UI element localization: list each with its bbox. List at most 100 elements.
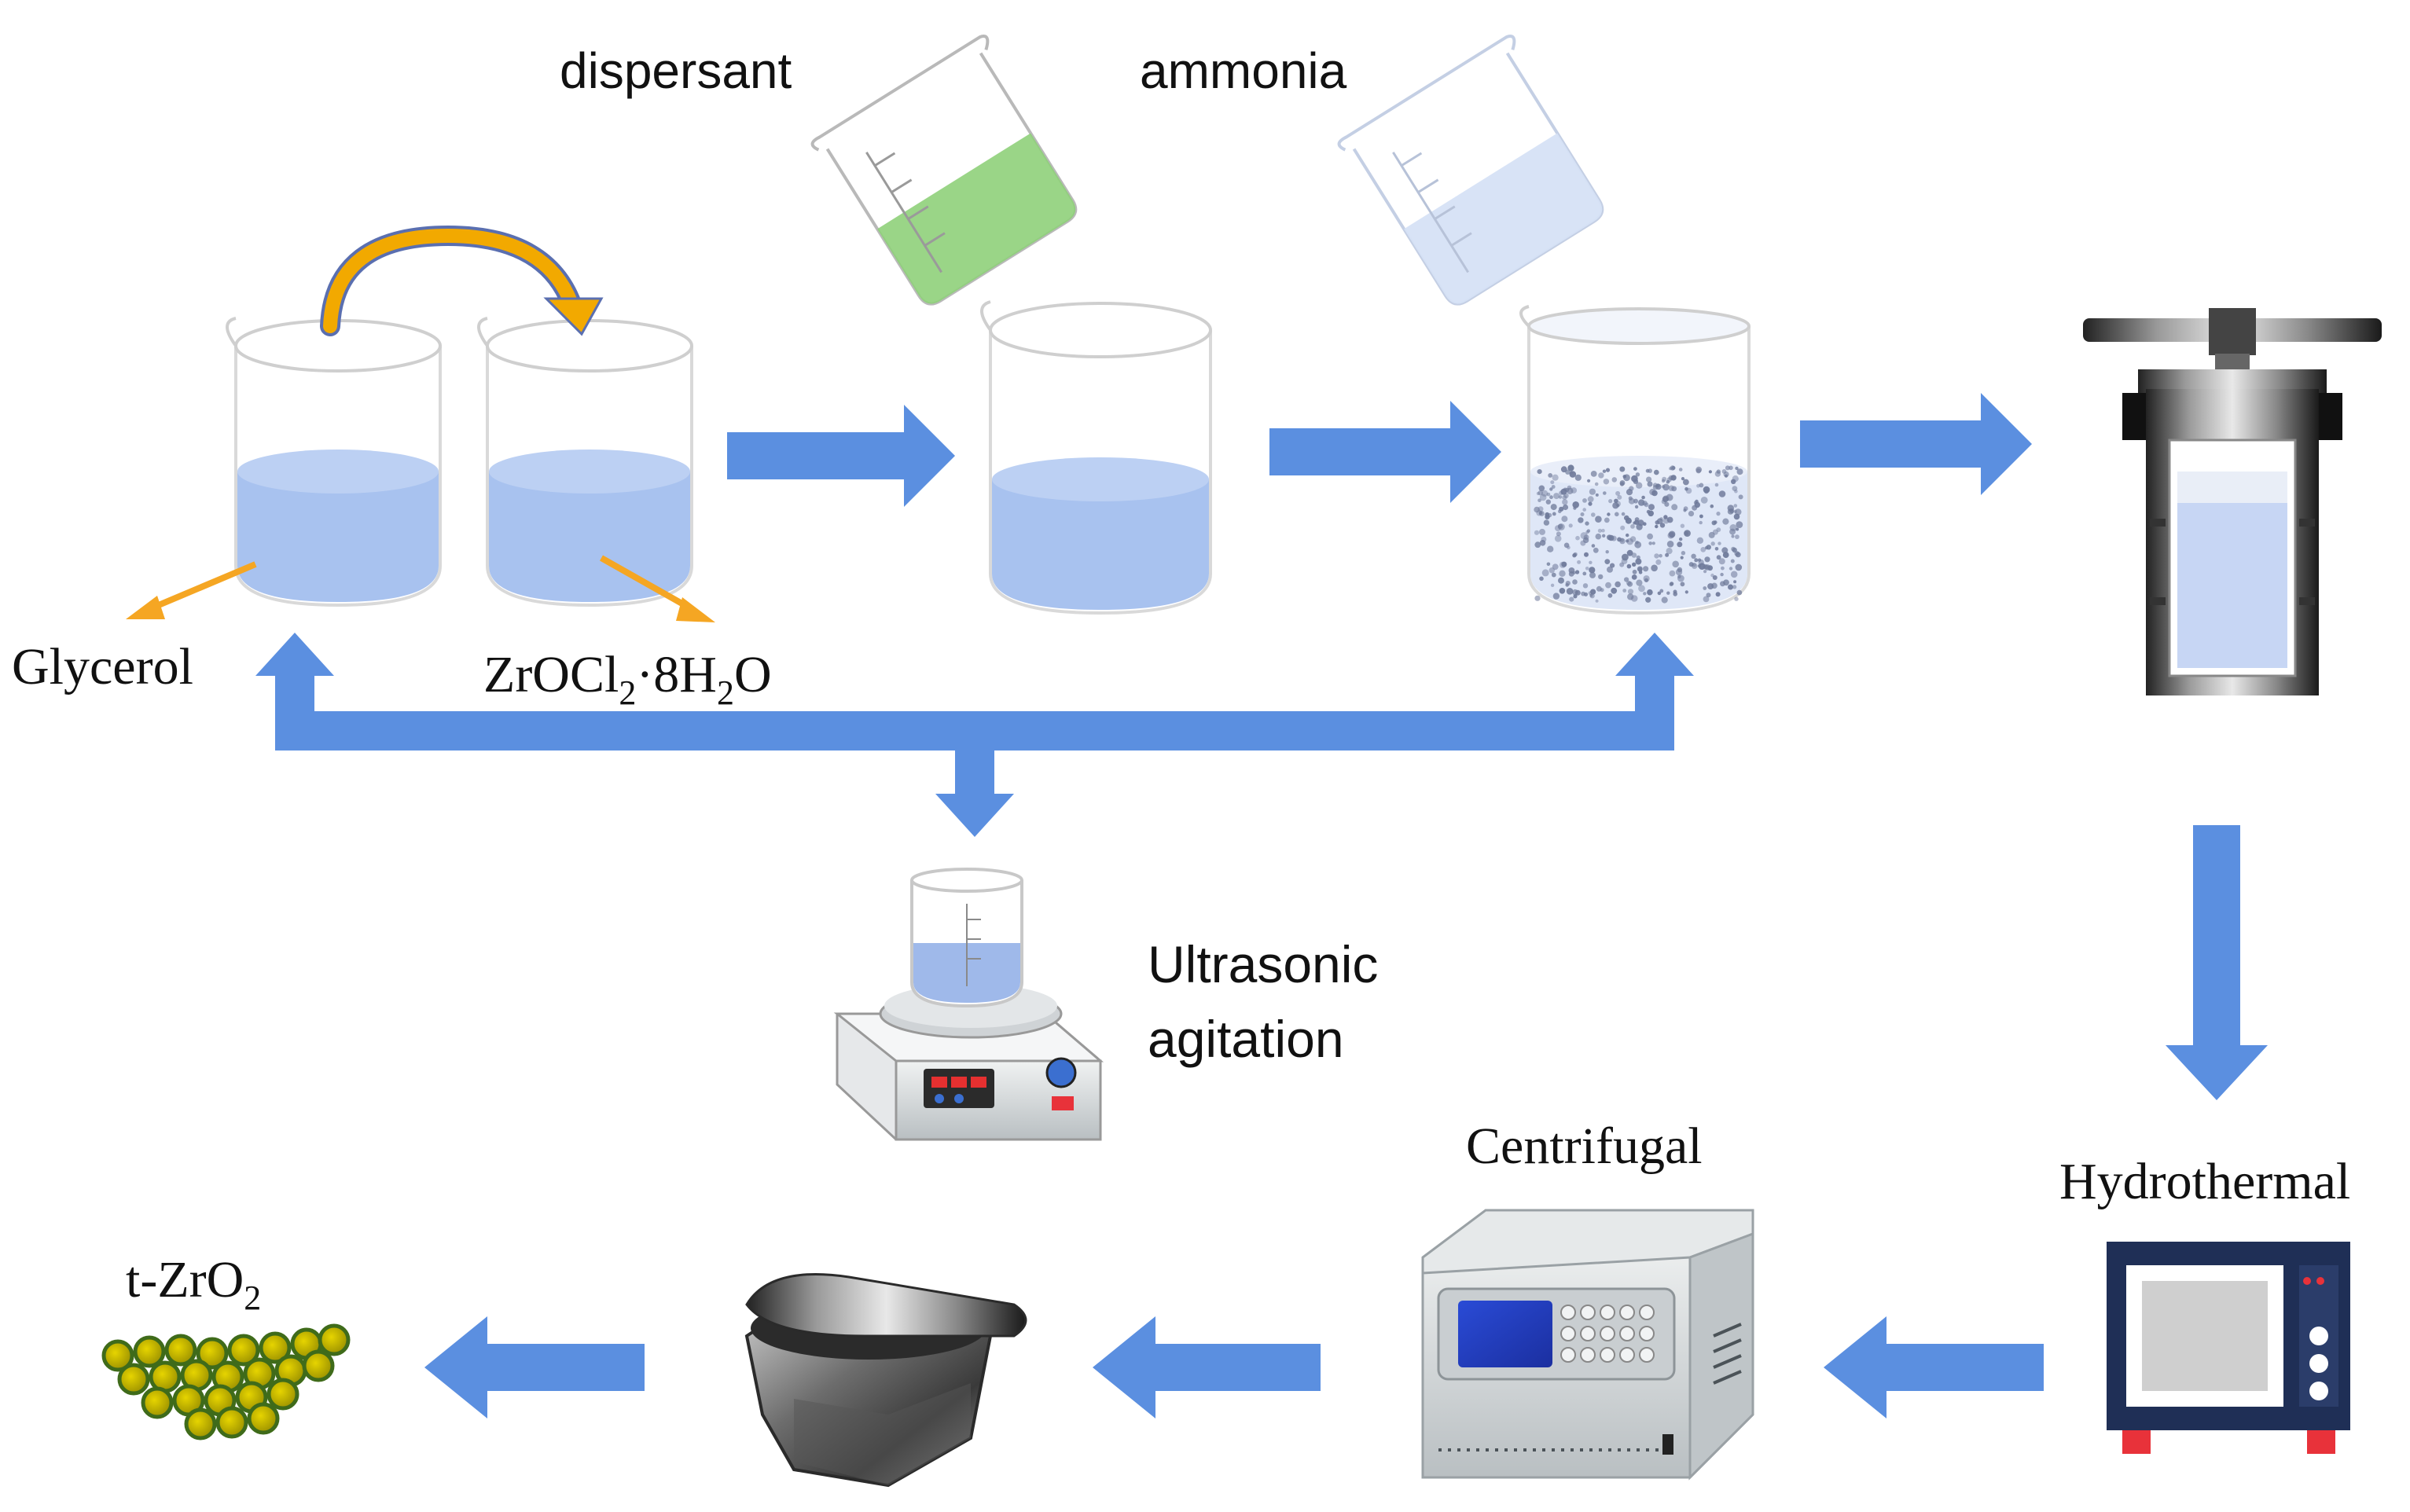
precipitate-dot [1561,516,1568,523]
precipitate-dot [1629,536,1637,542]
flow-arrow-5 [1093,1316,1321,1418]
precipitate-dot [1680,556,1684,560]
precipitate-dot [1582,571,1587,576]
precipitate-dot [1684,530,1691,537]
precipitate-dot [1595,493,1599,497]
precipitate-dot [1534,506,1540,513]
precipitate-dot [1551,572,1556,578]
precipitate-dot [1652,483,1658,488]
precipitate-dot [1662,517,1670,524]
precipitate-dot [1732,585,1737,589]
precipitate-dot [1677,541,1683,548]
precipitate-dot [1625,517,1632,524]
precipitate-dot [1615,490,1621,496]
precipitate-dot [1718,558,1725,565]
precipitate-particles [1534,464,1743,604]
precipitate-dot [1546,492,1551,497]
precipitate-dot [1582,498,1587,503]
precipitate-dot [1559,506,1564,512]
precipitate-dot [1665,552,1670,557]
precipitate-dot [1563,493,1569,498]
precipitate-dot [1710,541,1715,546]
precipitate-dot [1611,587,1618,594]
precipitate-dot [1595,533,1602,540]
precipitate-dot [1565,469,1571,475]
precipitate-dot [1647,533,1654,540]
precipitate-dot [1720,581,1725,587]
nanoparticle [101,1339,134,1372]
precipitate-dot [1559,570,1566,577]
precipitate-dot [1601,528,1605,533]
precipitate-dot [1538,511,1543,516]
nanoparticle [164,1334,197,1367]
glycerol-pointer-arrow [126,561,257,619]
precipitate-dot [1675,568,1683,576]
precipitate-dot [1645,468,1650,473]
precipitate-dot [1651,564,1658,572]
nanoparticle [302,1349,335,1382]
precipitate-dot [1615,581,1621,588]
precipitate-dot [1598,574,1604,580]
precipitate-dot [1666,548,1673,555]
precipitate-dot [1615,512,1619,517]
precipitate-dot [1604,559,1611,564]
precipitate-dot [1721,566,1725,571]
precipitate-dot [1714,483,1719,487]
precipitate-dot [1710,573,1714,578]
precipitate-dot [1688,562,1694,567]
nanoparticle [133,1335,166,1368]
precipitate-dot [1626,489,1633,496]
precipitate-dot [1684,590,1688,594]
precipitate-dot [1605,468,1611,472]
precipitate-dot [1736,468,1743,475]
mortar-pestle-icon [744,1273,1027,1488]
precipitate-dot [1729,567,1733,571]
precipitate-dot [1666,591,1670,595]
precipitate-dot [1693,501,1698,505]
precipitate-dot [1716,469,1721,474]
precipitate-dot [1714,547,1719,551]
nanoparticle [259,1331,292,1364]
precipitate-dot [1626,533,1629,538]
precipitate-dot [1607,566,1613,573]
precipitate-dot [1577,560,1582,564]
precipitate-dot [1670,475,1677,481]
precipitate-dot [1549,495,1553,500]
oven-icon [2107,1242,2350,1454]
precipitate-dot [1695,466,1703,473]
nanoparticle [196,1337,229,1370]
precipitate-dot [1685,487,1692,494]
precipitate-dot [1714,520,1717,524]
nanoparticle [215,1406,248,1439]
precipitate-dot [1561,561,1567,567]
precipitate-dot [1617,537,1622,542]
nanoparticle-icon [101,1323,351,1440]
precipitate-dot [1598,472,1604,479]
precipitate-dot [1569,471,1577,478]
precipitate-dot [1617,494,1622,500]
precipitate-dot [1720,572,1724,577]
precipitate-dot [1628,496,1633,501]
precipitate-dot [1585,521,1589,526]
precipitate-dot [1541,490,1548,497]
precipitate-dot [1634,517,1640,522]
precipitate-dot [1648,541,1652,545]
precipitate-dot [1614,498,1618,504]
precipitate-dot [1699,520,1703,525]
precipitate-dot [1637,519,1644,527]
precipitate-dot [1569,596,1574,602]
zr-salt-beaker-icon [477,317,693,607]
precipitate-dot [1734,551,1740,556]
precipitate-dot [1622,553,1629,561]
nanoparticle [227,1334,260,1367]
precipitate-dot [1657,591,1662,596]
precipitate-dot [1698,559,1704,566]
precipitate-dot [1692,505,1698,511]
precipitate-dot [1600,588,1604,593]
centrifugal-label: Centrifugal [1466,1117,1703,1175]
nanoparticle [149,1360,182,1393]
precipitate-dot [1534,530,1540,535]
precipitate-dot [1580,512,1585,516]
precipitate-dot [1648,504,1655,511]
precipitate-dot [1582,537,1589,544]
